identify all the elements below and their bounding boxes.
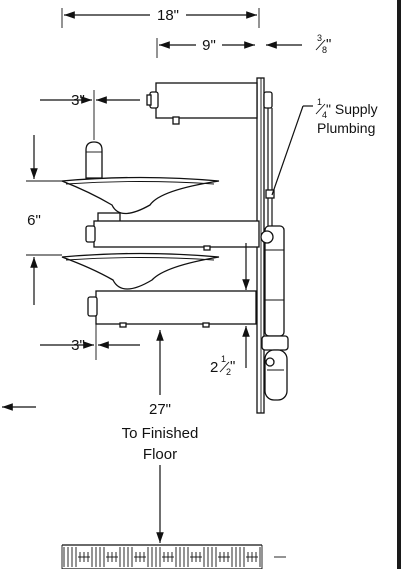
dim-height-label: 27" bbox=[149, 401, 171, 418]
dim-bowl-offset-top: 3" bbox=[40, 90, 140, 140]
floor-label-line1: To Finished bbox=[122, 425, 199, 442]
dim-bowl-offset-bottom: 3" bbox=[40, 323, 140, 360]
upper-valve-housing bbox=[146, 82, 273, 125]
dim-bowl-offset-top-label: 3" bbox=[71, 92, 85, 109]
svg-text:2: 2 bbox=[226, 367, 231, 377]
svg-text:3: 3 bbox=[317, 33, 322, 43]
dim-overall-width: 18" bbox=[61, 7, 260, 28]
dim-overall-width-label: 18" bbox=[157, 7, 179, 24]
drain-trap-assembly bbox=[260, 225, 289, 401]
dim-bubbler-spacing: 6" bbox=[26, 135, 62, 305]
dim-height-to-floor: 27" To Finished Floor bbox=[122, 330, 199, 543]
svg-text:1: 1 bbox=[317, 97, 322, 107]
lower-bowl bbox=[61, 252, 220, 290]
dim-panel-thickness: 3 8 " bbox=[266, 33, 331, 55]
lower-valve-arm bbox=[87, 290, 257, 328]
upper-bubbler bbox=[85, 141, 103, 179]
upper-valve-arm bbox=[85, 220, 260, 251]
floor-label-line2: Floor bbox=[143, 446, 177, 463]
dim-bowl-offset-bottom-label: 3" bbox=[71, 337, 85, 354]
dim-wall-offset: 9" bbox=[156, 37, 255, 58]
svg-text:": " bbox=[230, 358, 235, 375]
finished-floor bbox=[61, 544, 286, 569]
dim-bubbler-spacing-label: 6" bbox=[27, 212, 41, 229]
supply-plumbing-line bbox=[265, 105, 313, 232]
svg-text:4: 4 bbox=[322, 110, 327, 120]
svg-text:1: 1 bbox=[221, 354, 226, 364]
page-edge-rule bbox=[397, 0, 401, 569]
svg-text:" Supply: " Supply bbox=[326, 101, 378, 117]
svg-text:": " bbox=[326, 36, 331, 53]
upper-bowl bbox=[61, 176, 220, 224]
supply-plumbing-label: 1 4 " Supply Plumbing bbox=[315, 97, 378, 136]
dim-wall-offset-label: 9" bbox=[202, 37, 216, 54]
svg-text:2: 2 bbox=[210, 359, 218, 376]
dim-gap: 2 1 2 " bbox=[210, 243, 250, 377]
svg-text:Plumbing: Plumbing bbox=[317, 120, 375, 136]
svg-text:8: 8 bbox=[322, 45, 327, 55]
